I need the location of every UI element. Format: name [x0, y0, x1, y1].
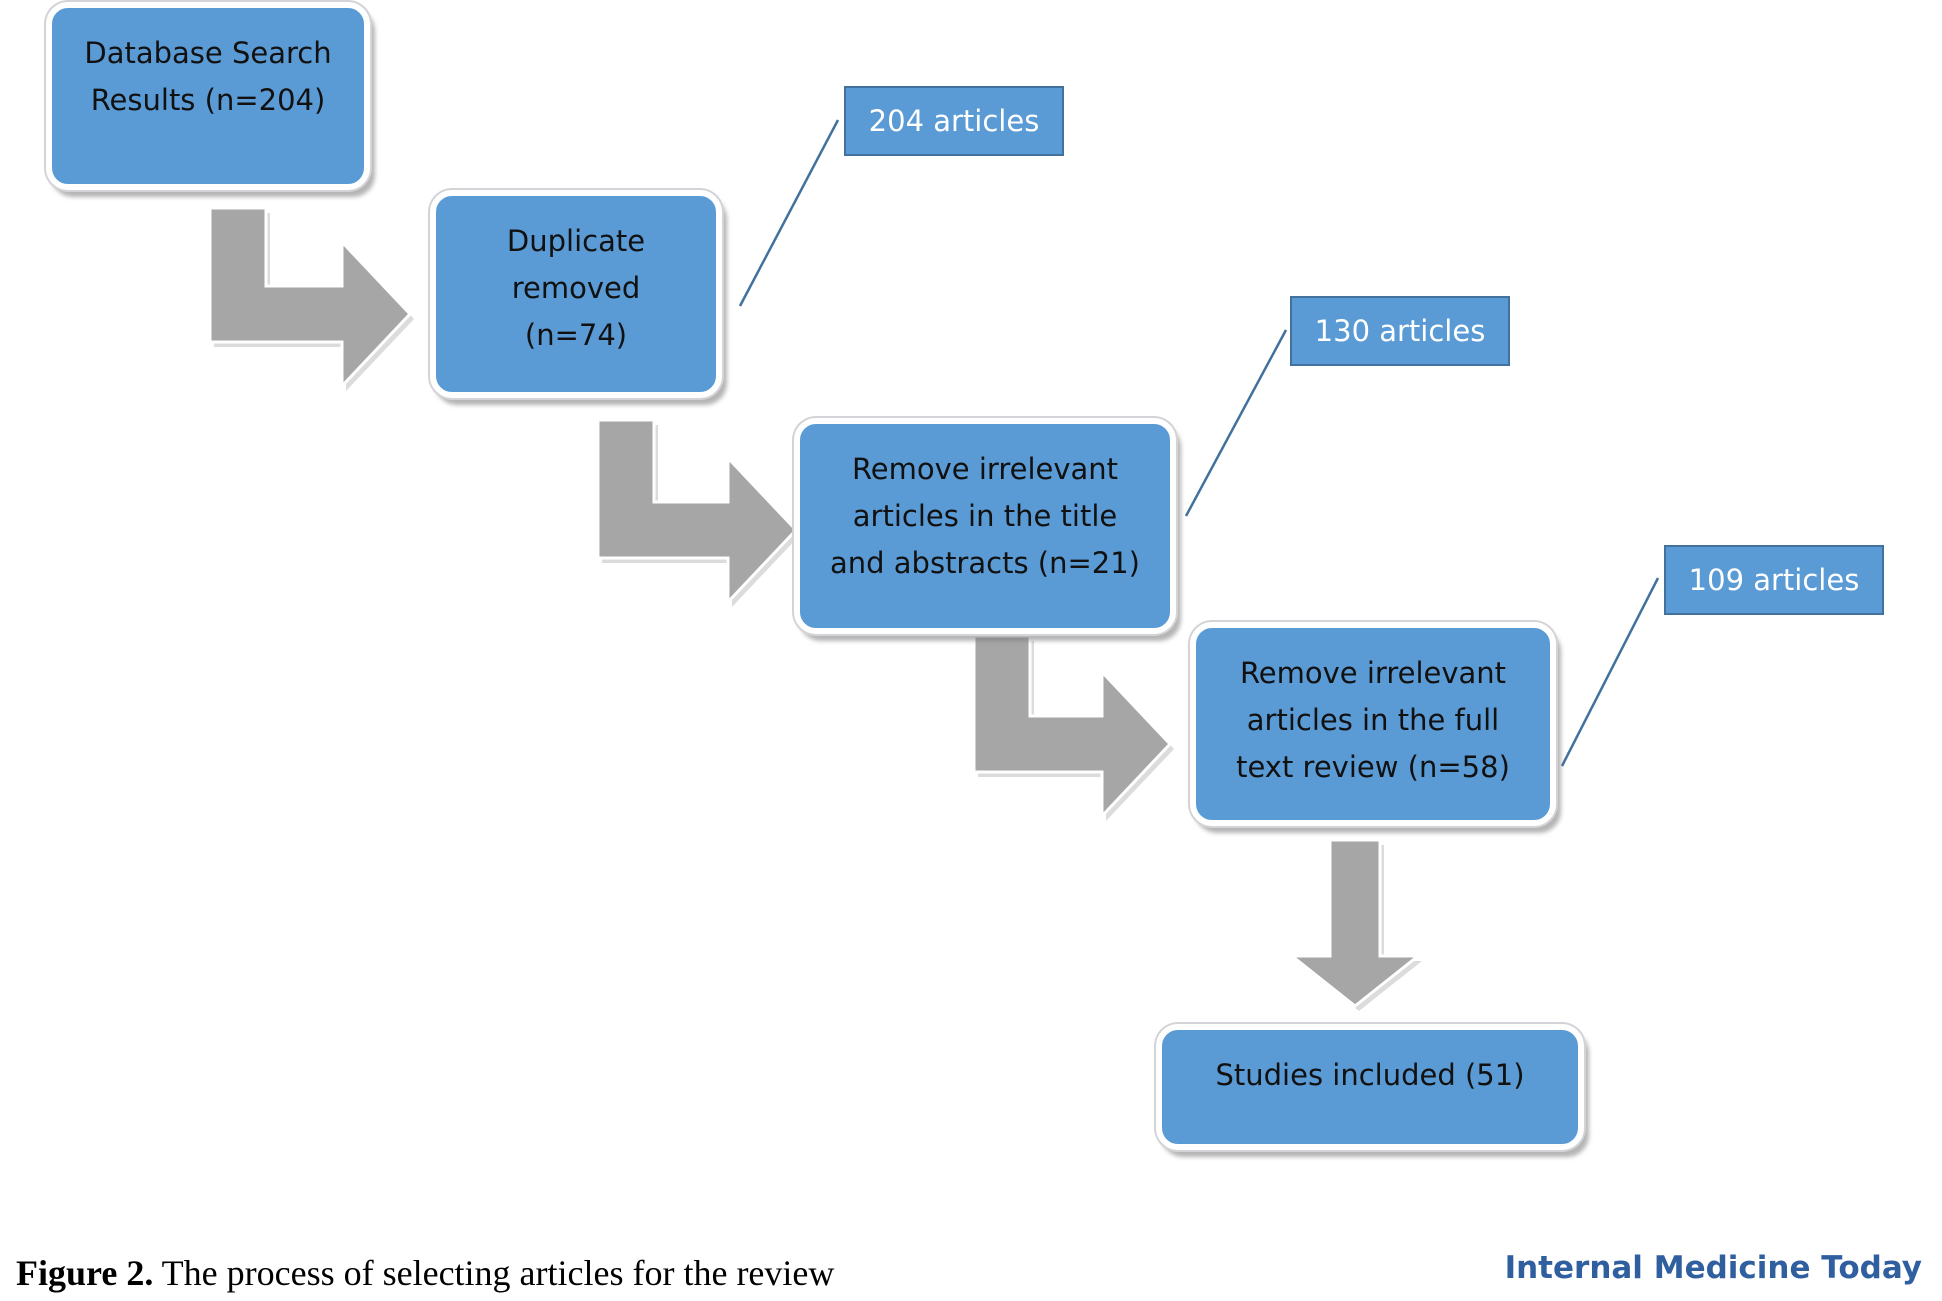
step-line: articles in the title: [852, 499, 1118, 533]
callout-connector-1: [738, 119, 840, 307]
step-line: (n=74): [524, 318, 628, 352]
journal-brand-logo: Internal Medicine Today: [1504, 1250, 1922, 1286]
step-line: Remove irrelevant: [1239, 656, 1507, 690]
step-line: Remove irrelevant: [851, 452, 1119, 486]
step-line: Results (n=204): [90, 83, 326, 117]
step-line: Duplicate: [506, 224, 646, 258]
step-line: text review (n=58): [1236, 750, 1510, 784]
bent-arrow-3: [972, 634, 1173, 820]
step-box-database-search: Database Search Results (n=204): [46, 2, 370, 190]
step-line: articles in the full: [1246, 703, 1500, 737]
callout-label: 204 articles: [868, 104, 1040, 138]
figure-caption-label: Figure 2.: [16, 1253, 154, 1293]
step-line: Studies included (51): [1215, 1058, 1525, 1092]
down-arrow: [1287, 838, 1423, 1008]
callout-connector-2: [1184, 329, 1288, 517]
figure-caption-text: The process of selecting articles for th…: [153, 1253, 835, 1293]
callout-connector-3: [1560, 577, 1660, 767]
callout-204-articles: 204 articles: [844, 86, 1064, 156]
callout-109-articles: 109 articles: [1664, 545, 1884, 615]
step-box-duplicate-removed: Duplicate removed (n=74): [430, 190, 722, 398]
step-box-title-abstract-screening: Remove irrelevant articles in the title …: [794, 418, 1176, 634]
callout-label: 130 articles: [1314, 314, 1486, 348]
bent-arrow-1: [208, 206, 413, 390]
callout-130-articles: 130 articles: [1290, 296, 1510, 366]
callout-label: 109 articles: [1688, 563, 1860, 597]
step-box-full-text-review: Remove irrelevant articles in the full t…: [1190, 622, 1556, 826]
step-line: removed: [511, 271, 641, 305]
step-line: Database Search: [84, 36, 332, 70]
bent-arrow-2: [596, 418, 799, 606]
figure-caption: Figure 2. The process of selecting artic…: [16, 1252, 834, 1294]
step-box-studies-included: Studies included (51): [1156, 1024, 1584, 1150]
step-line: and abstracts (n=21): [830, 546, 1140, 580]
